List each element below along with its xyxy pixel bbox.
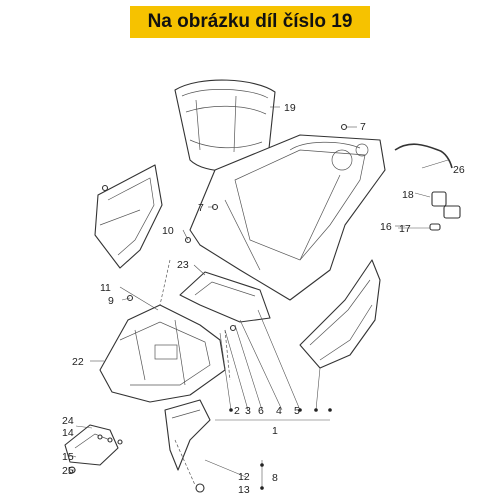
callout-12: 12 xyxy=(238,471,250,483)
callout-9: 9 xyxy=(108,295,114,307)
callout-16: 16 xyxy=(380,221,392,233)
leader-lines xyxy=(69,106,449,490)
callout-2: 2 xyxy=(234,405,240,417)
callout-18: 18 xyxy=(402,189,414,201)
central-frame[interactable] xyxy=(189,134,386,301)
callout-1: 1 xyxy=(272,425,278,437)
assembly-line xyxy=(224,329,231,381)
lower-front-panel[interactable] xyxy=(99,304,226,403)
callout-26: 26 xyxy=(453,164,465,176)
left-side-cover[interactable] xyxy=(94,164,163,269)
callout-10: 10 xyxy=(162,225,174,237)
assembly-line xyxy=(174,439,196,486)
callout-6: 6 xyxy=(258,405,264,417)
callout-3: 3 xyxy=(245,405,251,417)
callout-4: 4 xyxy=(276,405,282,417)
part-26-hose[interactable] xyxy=(394,143,453,169)
callout-17: 17 xyxy=(399,223,411,235)
leader-dots xyxy=(229,408,332,490)
callout-11: 11 xyxy=(100,282,111,294)
part-19-helmet-bucket[interactable] xyxy=(174,79,276,172)
callout-19: 19 xyxy=(284,102,296,114)
callout-22: 22 xyxy=(72,356,84,368)
part-12-flap[interactable] xyxy=(164,399,211,471)
part-13-screw[interactable] xyxy=(195,483,205,493)
callout-25: 25 xyxy=(62,465,74,477)
part-18-connector[interactable] xyxy=(431,191,461,219)
callout-7: 7 xyxy=(198,202,204,214)
right-side-cover[interactable] xyxy=(299,259,381,369)
page-title: Na obrázku díl číslo 19 xyxy=(147,11,353,32)
callout-14: 14 xyxy=(62,427,74,439)
assembly-line xyxy=(159,259,171,306)
fasteners xyxy=(97,123,348,445)
part-23-cover[interactable] xyxy=(179,271,271,323)
part-17-clip[interactable] xyxy=(429,223,441,231)
callout-7: 7 xyxy=(360,121,366,133)
callout-5: 5 xyxy=(294,405,300,417)
callout-8: 8 xyxy=(272,472,278,484)
callout-23: 23 xyxy=(177,259,189,271)
callout-15: 15 xyxy=(62,451,74,463)
callout-13: 13 xyxy=(238,484,250,496)
callout-24: 24 xyxy=(62,415,74,427)
part-15-bracket[interactable] xyxy=(64,424,119,466)
title-banner: Na obrázku díl číslo 19 xyxy=(130,6,370,38)
